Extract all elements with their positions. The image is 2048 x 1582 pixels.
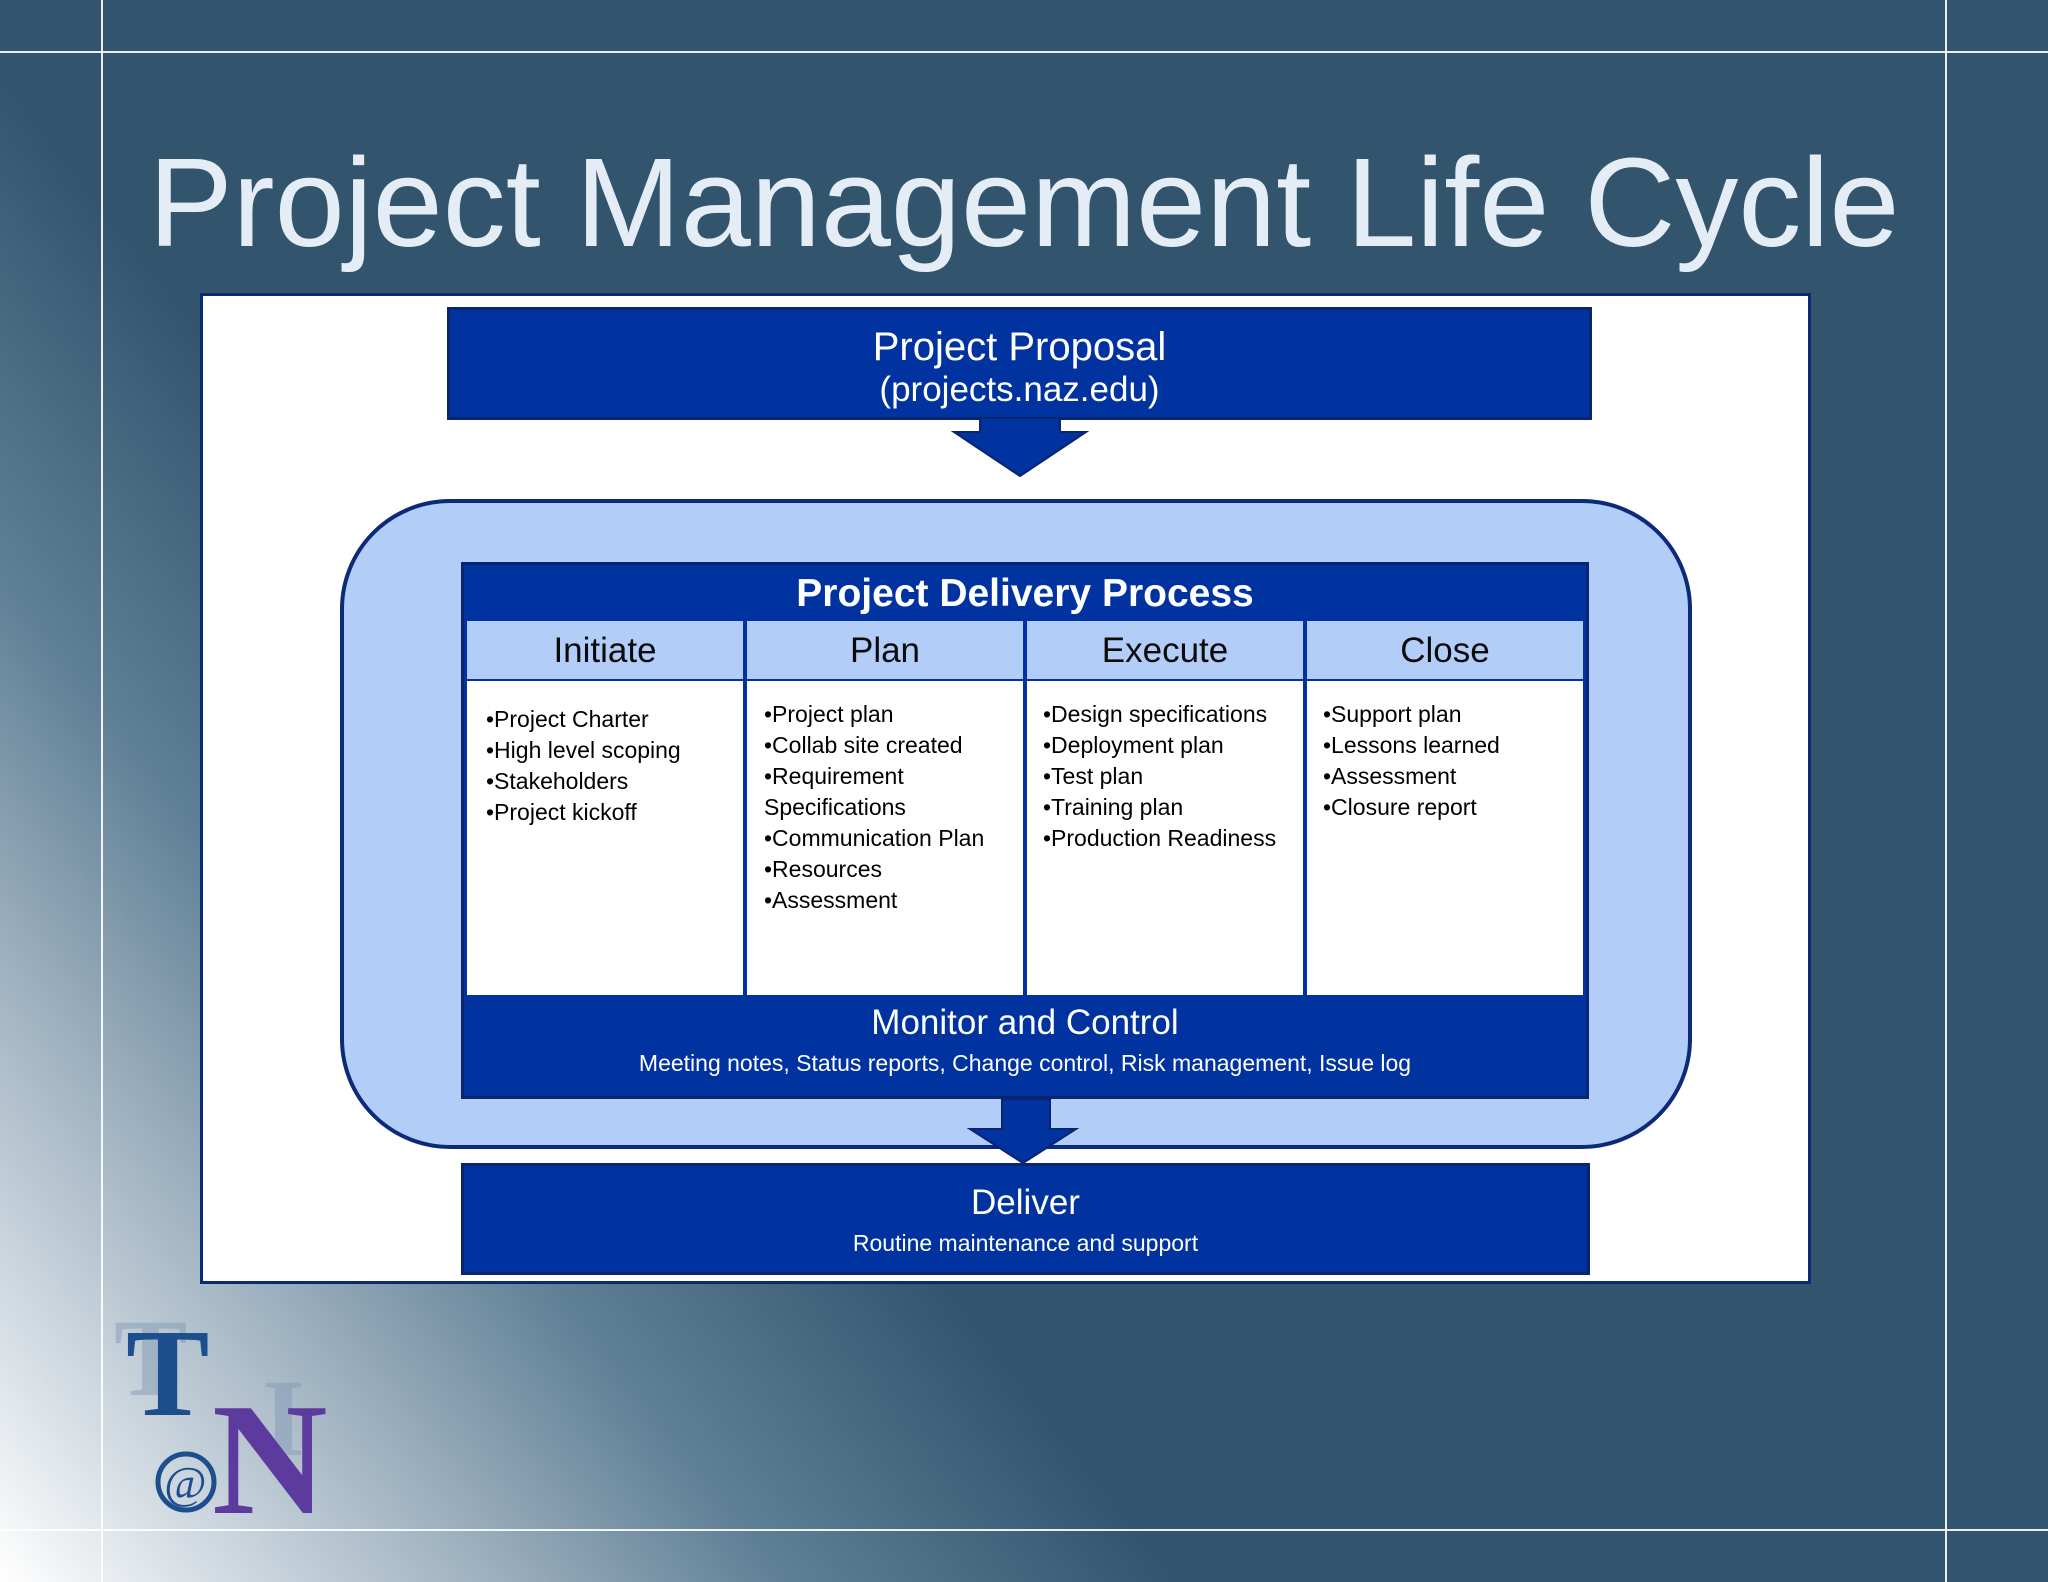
list-item: •Assessment — [1323, 763, 1457, 789]
list-item: •Assessment — [764, 887, 898, 913]
phase-body-plan: •Project plan •Collab site created •Requ… — [747, 681, 1023, 995]
list-item: •Training plan — [1043, 794, 1184, 820]
slide-title: Project Management Life Cycle — [148, 132, 1900, 273]
list-item: •Test plan — [1043, 763, 1144, 789]
list-item: •Collab site created — [764, 732, 963, 758]
logo-letter-at: @ — [164, 1457, 206, 1508]
deliver-title: Deliver — [971, 1183, 1080, 1222]
tn-logo: T I T @ N — [114, 1305, 328, 1525]
delivery-process-title: Project Delivery Process — [796, 572, 1254, 615]
list-item: •Design specifications — [1043, 701, 1268, 727]
arrow-down-icon — [966, 1099, 1080, 1165]
phase-body-close: •Support plan •Lessons learned •Assessme… — [1307, 681, 1583, 995]
plan-item-list: •Project plan •Collab site created •Requ… — [764, 699, 1023, 916]
list-item: •Resources — [764, 856, 882, 882]
list-item: •Production Readiness — [1043, 825, 1277, 851]
proposal-title: Project Proposal — [872, 325, 1167, 369]
svg-text:T: T — [114, 1305, 187, 1419]
phase-header-initiate: Initiate — [467, 621, 743, 679]
list-item: •Stakeholders — [486, 768, 629, 794]
phase-header-close: Close — [1307, 621, 1583, 679]
guide-line-right — [1945, 0, 1947, 1582]
list-item: •Support plan — [1323, 701, 1462, 727]
phase-body-initiate: •Project Charter •High level scoping •St… — [467, 681, 743, 995]
execute-item-list: •Design specifications •Deployment plan … — [1043, 699, 1303, 854]
guide-line-bottom — [0, 1529, 2048, 1531]
svg-text:I: I — [262, 1357, 305, 1479]
close-item-list: •Support plan •Lessons learned •Assessme… — [1323, 699, 1583, 823]
list-item: •High level scoping — [486, 737, 681, 763]
logo-at-ring — [155, 1451, 217, 1513]
list-item: •Closure report — [1323, 794, 1477, 820]
phase-body-execute: •Design specifications •Deployment plan … — [1027, 681, 1303, 995]
list-item: •Project Charter — [486, 706, 649, 732]
guide-line-left — [101, 0, 103, 1582]
deliver-subtitle: Routine maintenance and support — [852, 1230, 1199, 1256]
initiate-item-list: •Project Charter •High level scoping •St… — [486, 704, 743, 828]
monitor-control-title: Monitor and Control — [871, 1003, 1179, 1042]
list-item: •Project kickoff — [486, 799, 637, 825]
logo-letter-n: N — [212, 1370, 328, 1525]
guide-line-top — [0, 51, 2048, 53]
project-delivery-process-box: Project Delivery Process Initiate Plan E… — [461, 562, 1589, 1099]
deliver-box: Deliver Routine maintenance and support — [461, 1163, 1590, 1275]
list-item: •Deployment plan — [1043, 732, 1224, 758]
project-proposal-box: Project Proposal (projects.naz.edu) — [447, 307, 1592, 420]
phase-header-execute: Execute — [1027, 621, 1303, 679]
proposal-subtitle: (projects.naz.edu) — [879, 370, 1160, 409]
list-item: •Requirement — [764, 763, 904, 789]
arrow-down-icon — [950, 418, 1090, 478]
list-item: •Project plan — [764, 701, 894, 727]
list-item: Specifications — [764, 794, 906, 820]
list-item: •Lessons learned — [1323, 732, 1500, 758]
logo-shadow-letters: T I — [114, 1305, 305, 1479]
monitor-control-subtitle: Meeting notes, Status reports, Change co… — [638, 1050, 1412, 1076]
phase-header-plan: Plan — [747, 621, 1023, 679]
list-item: •Communication Plan — [764, 825, 985, 851]
logo-letter-t: T — [126, 1305, 209, 1443]
